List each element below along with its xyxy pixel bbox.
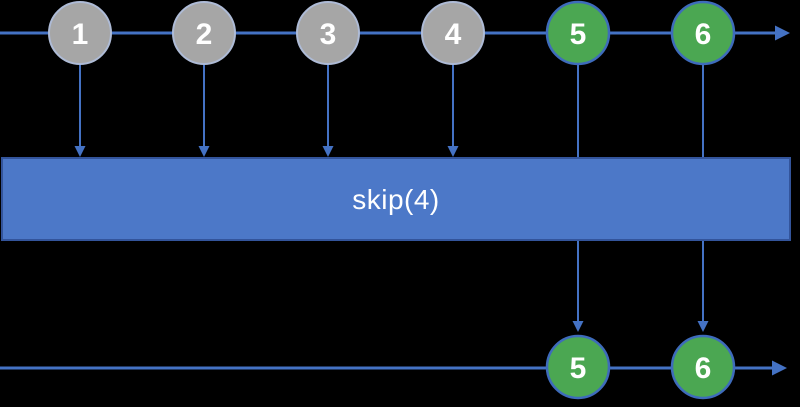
marble-value: 1 xyxy=(72,18,89,51)
emitted-marble-arrows xyxy=(572,64,709,332)
output-marble-5: 5 xyxy=(545,334,611,400)
output-timeline xyxy=(0,360,787,376)
down-arrow-head-icon xyxy=(322,146,334,157)
marble-circle xyxy=(545,0,611,66)
down-arrow-head-icon xyxy=(572,321,584,332)
operator-box: skip(4) xyxy=(1,157,791,241)
marble-circle xyxy=(670,334,736,400)
source-timeline-arrow-head-icon xyxy=(775,25,790,41)
marble-circle xyxy=(545,334,611,400)
marble-circle xyxy=(670,0,736,66)
down-arrow-head-icon xyxy=(447,146,459,157)
skipped-marble-arrows xyxy=(74,64,459,157)
pass-through-arrow-5 xyxy=(572,64,584,332)
source-marble-1: 1 xyxy=(48,1,112,65)
down-arrow-head-icon xyxy=(74,146,86,157)
source-marble-5: 5 xyxy=(545,0,611,66)
source-marbles: 1 2 3 4 5 6 xyxy=(48,0,736,66)
marble-circle xyxy=(48,1,112,65)
marble-circle xyxy=(172,1,236,65)
source-timeline xyxy=(0,25,790,41)
marble-value: 6 xyxy=(695,352,712,385)
down-arrow-1 xyxy=(74,64,86,157)
source-marble-2: 2 xyxy=(172,1,236,65)
marble-value: 3 xyxy=(320,18,337,51)
marble-value: 5 xyxy=(570,352,587,385)
down-arrow-3 xyxy=(322,64,334,157)
source-marble-4: 4 xyxy=(421,1,485,65)
down-arrow-4 xyxy=(447,64,459,157)
down-arrow-2 xyxy=(198,64,210,157)
operator-box-rect xyxy=(1,157,791,241)
source-marble-6: 6 xyxy=(670,0,736,66)
marble-value: 5 xyxy=(570,18,587,51)
pass-through-arrow-6 xyxy=(697,64,709,332)
marble-value: 4 xyxy=(445,18,462,51)
marble-circle xyxy=(296,1,360,65)
output-marbles: 5 6 xyxy=(545,334,736,400)
down-arrow-head-icon xyxy=(198,146,210,157)
output-timeline-arrow-head-icon xyxy=(772,360,787,376)
marble-circle xyxy=(421,1,485,65)
output-marble-6: 6 xyxy=(670,334,736,400)
down-arrow-head-icon xyxy=(697,321,709,332)
source-marble-3: 3 xyxy=(296,1,360,65)
marble-value: 6 xyxy=(695,18,712,51)
marble-value: 2 xyxy=(196,18,213,51)
operator-label: skip(4) xyxy=(352,184,440,215)
